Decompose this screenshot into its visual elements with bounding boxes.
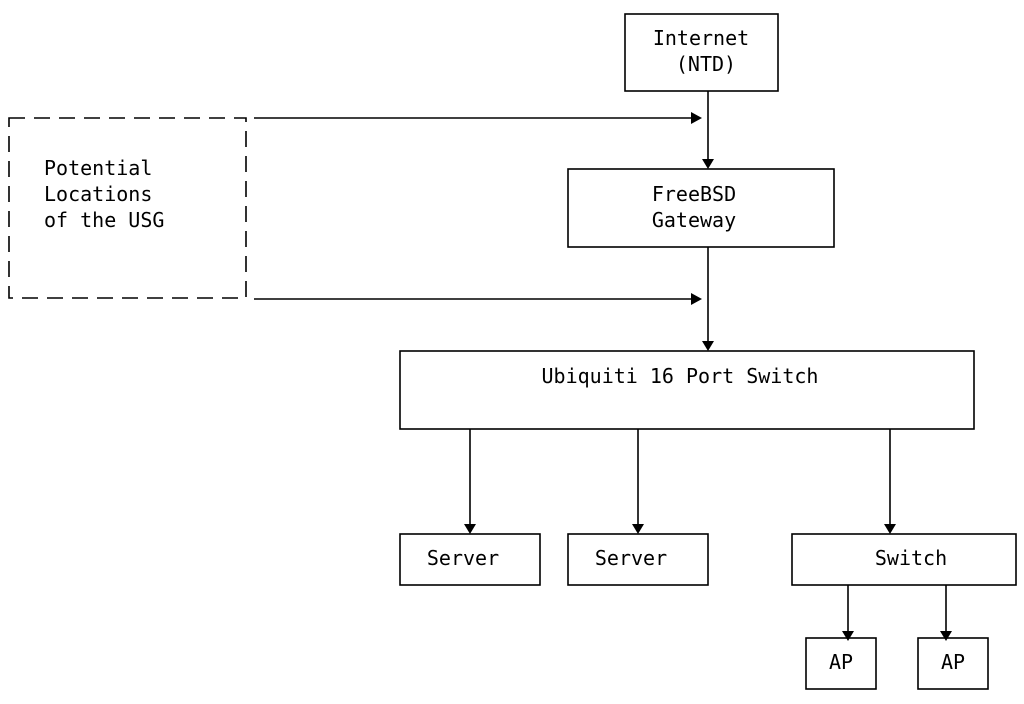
arrowhead-core-switch xyxy=(702,341,714,351)
switch-label: Switch xyxy=(875,546,947,570)
server-1-box xyxy=(399,533,541,586)
ap-2-label: AP xyxy=(941,650,965,674)
arrowhead-usg-upper xyxy=(691,112,702,124)
arrowhead-ap-2 xyxy=(940,631,952,641)
internet-label: Internet xyxy=(653,26,749,50)
ap-1-node: AP xyxy=(805,637,877,690)
gateway-box xyxy=(567,168,835,248)
usg-label-line-2: Locations xyxy=(44,182,152,206)
server-2-box xyxy=(567,533,709,586)
gateway-node: FreeBSD Gateway xyxy=(567,168,835,248)
connector-switch-ap-2 xyxy=(940,585,952,641)
arrowhead-gateway xyxy=(702,159,714,169)
ap-1-label: AP xyxy=(829,650,853,674)
ap-2-node: AP xyxy=(917,637,989,690)
connector-switch-switch xyxy=(884,429,896,534)
switch-box xyxy=(791,533,1017,586)
arrowhead-server-1 xyxy=(464,524,476,534)
server-2-node: Server xyxy=(567,533,709,586)
switch-node: Switch xyxy=(791,533,1017,586)
usg-location-node: Potential Locations of the USG xyxy=(8,117,247,299)
core-switch-box xyxy=(399,350,975,430)
usg-label-line-1: Potential xyxy=(44,156,152,180)
gateway-sublabel: Gateway xyxy=(652,208,736,232)
connector-switch-server-1 xyxy=(464,429,476,534)
connector-internet-gateway xyxy=(702,91,714,169)
internet-sublabel: (NTD) xyxy=(676,52,736,76)
connector-switch-server-2 xyxy=(632,429,644,534)
ap-1-box xyxy=(805,637,877,690)
usg-arrow-lower xyxy=(254,293,702,305)
connector-gateway-switch xyxy=(702,247,714,351)
server-1-label: Server xyxy=(427,546,499,570)
gateway-label: FreeBSD xyxy=(652,182,736,206)
internet-node: Internet (NTD) xyxy=(624,13,779,92)
usg-dashed-box xyxy=(8,117,247,299)
arrowhead-switch xyxy=(884,524,896,534)
arrowhead-usg-lower xyxy=(691,293,702,305)
core-switch-node: Ubiquiti 16 Port Switch xyxy=(399,350,975,430)
core-switch-label: Ubiquiti 16 Port Switch xyxy=(542,364,819,388)
arrowhead-server-2 xyxy=(632,524,644,534)
ap-2-box xyxy=(917,637,989,690)
usg-label-line-3: of the USG xyxy=(44,208,164,232)
arrowhead-ap-1 xyxy=(842,631,854,641)
server-2-label: Server xyxy=(595,546,667,570)
server-1-node: Server xyxy=(399,533,541,586)
usg-arrow-upper xyxy=(254,112,702,124)
connector-switch-ap-1 xyxy=(842,585,854,641)
internet-box xyxy=(624,13,779,92)
